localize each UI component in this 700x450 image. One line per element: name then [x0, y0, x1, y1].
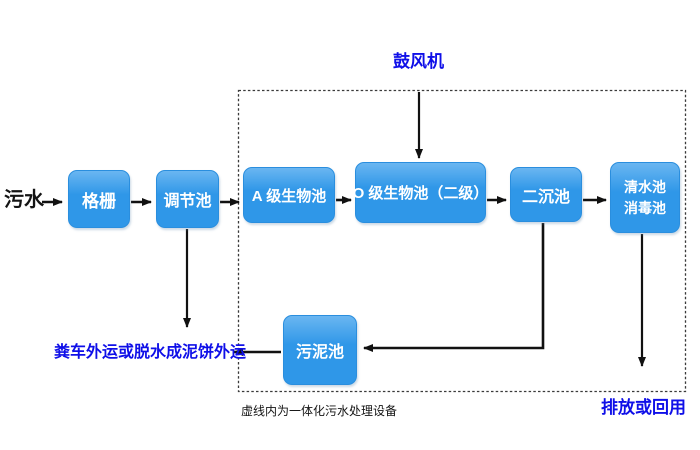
node-disinfection-label: 消毒池	[624, 199, 666, 216]
node-secondary-sedimentation-tank: 二沉池	[510, 167, 582, 222]
node-a-bio-tank: A 级生物池	[243, 167, 335, 223]
node-o-bio-tank: O 级生物池（二级）	[352, 162, 489, 223]
node-clear-water-label: 清水池	[624, 178, 666, 195]
node-clear-disinfection-tank: 清水池 消毒池	[610, 162, 680, 233]
node-sludge-tank: 污泥池	[283, 315, 357, 385]
node-secondary-sedimentation-tank-label: 二沉池	[521, 188, 570, 206]
arrow-sedimentation-to-sludge	[363, 223, 545, 352]
label-sludge-disposal: 粪车外运或脱水成泥饼外运	[54, 344, 247, 361]
node-regulating-tank: 调节池	[156, 170, 219, 228]
label-discharge: 排放或回用	[601, 398, 686, 417]
label-enclosure-caption: 虚线内为一体化污水处理设备	[241, 404, 398, 418]
node-regulating-tank-label: 调节池	[163, 193, 212, 210]
node-a-bio-tank-label: A 级生物池	[251, 187, 327, 205]
dashed-equipment-boundary	[237, 89, 687, 393]
node-grid-label: 格栅	[82, 191, 116, 211]
label-blower: 鼓风机	[393, 52, 444, 71]
node-grid: 格栅	[68, 170, 130, 228]
label-influent: 污水	[4, 189, 44, 211]
node-o-bio-tank-label: O 级生物池（二级）	[352, 185, 489, 202]
node-sludge-tank-label: 污泥池	[295, 344, 344, 361]
